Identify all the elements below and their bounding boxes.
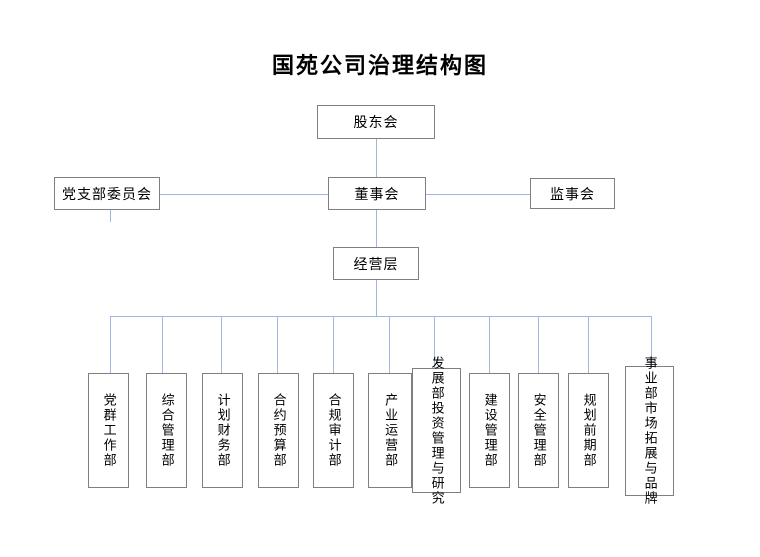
node-department-9[interactable]: 安全管理部	[518, 373, 559, 488]
page-title: 国苑公司治理结构图	[271, 53, 488, 78]
connector-board-to-management	[376, 210, 377, 247]
connector-drop-department-8	[489, 316, 490, 373]
node-department-6-label: 产业运营部	[383, 393, 399, 468]
node-department-10-label: 规划前期部	[581, 393, 597, 468]
node-department-8-label: 建设管理部	[482, 393, 498, 468]
node-department-7[interactable]: 发展部 投资管理与研究	[412, 356, 461, 506]
node-department-2[interactable]: 综合管理部	[146, 373, 187, 488]
node-shareholders-label: 股东会	[353, 116, 399, 131]
node-department-1-label: 党群工作部	[101, 393, 117, 468]
node-department-6[interactable]: 产业运营部	[368, 373, 412, 488]
node-department-7-label-col2: 发展部	[429, 355, 445, 401]
node-management-layer-label: 经营层	[353, 257, 399, 273]
connector-party-to-board	[160, 194, 328, 195]
node-department-4-label: 合约预算部	[271, 393, 287, 468]
node-party-committee[interactable]: 党支部委员会	[54, 177, 160, 210]
node-shareholders[interactable]: 股东会	[317, 105, 435, 139]
node-department-3[interactable]: 计划财务部	[202, 373, 243, 488]
node-department-4[interactable]: 合约预算部	[258, 373, 299, 488]
node-party-committee-label: 党支部委员会	[62, 187, 152, 203]
node-management-layer[interactable]: 经营层	[333, 247, 419, 280]
node-board-of-directors-label: 董事会	[354, 187, 400, 203]
connector-drop-department-11	[651, 316, 652, 366]
connector-board-to-supervisors	[426, 194, 530, 195]
connector-drop-department-7	[434, 316, 435, 368]
connector-shareholders-to-board	[376, 139, 377, 178]
node-board-of-directors[interactable]: 董事会	[328, 177, 426, 210]
connector-drop-department-2	[162, 316, 163, 373]
node-department-1[interactable]: 党群工作部	[88, 373, 129, 488]
node-department-9-label: 安全管理部	[531, 393, 547, 468]
node-department-11-label-col2: 事业部	[642, 356, 658, 401]
connector-department-bus	[162, 316, 651, 317]
node-department-3-label: 计划财务部	[215, 393, 231, 468]
node-board-of-supervisors[interactable]: 监事会	[530, 178, 615, 209]
connector-drop-department-1	[110, 316, 111, 373]
node-department-11-label-col1: 市场拓展与品牌	[642, 401, 658, 506]
connector-drop-department-3	[221, 316, 222, 373]
node-board-of-supervisors-label: 监事会	[550, 187, 595, 203]
connector-drop-department-5	[333, 316, 334, 373]
node-department-11[interactable]: 事业部 市场拓展与品牌	[625, 356, 674, 506]
connector-management-to-bus	[376, 280, 377, 316]
connector-drop-department-4	[277, 316, 278, 373]
connector-drop-department-6	[389, 316, 390, 373]
node-department-7-label-col1: 投资管理与研究	[429, 400, 445, 506]
connector-bus-left-extension	[110, 316, 163, 317]
connector-drop-department-10	[588, 316, 589, 373]
node-department-8[interactable]: 建设管理部	[469, 373, 510, 488]
node-department-5-label: 合规审计部	[326, 393, 342, 468]
connector-party-stub	[110, 210, 111, 222]
node-department-2-label: 综合管理部	[159, 393, 175, 468]
node-department-5[interactable]: 合规审计部	[313, 373, 354, 488]
connector-drop-department-9	[538, 316, 539, 373]
node-department-10[interactable]: 规划前期部	[568, 373, 609, 488]
